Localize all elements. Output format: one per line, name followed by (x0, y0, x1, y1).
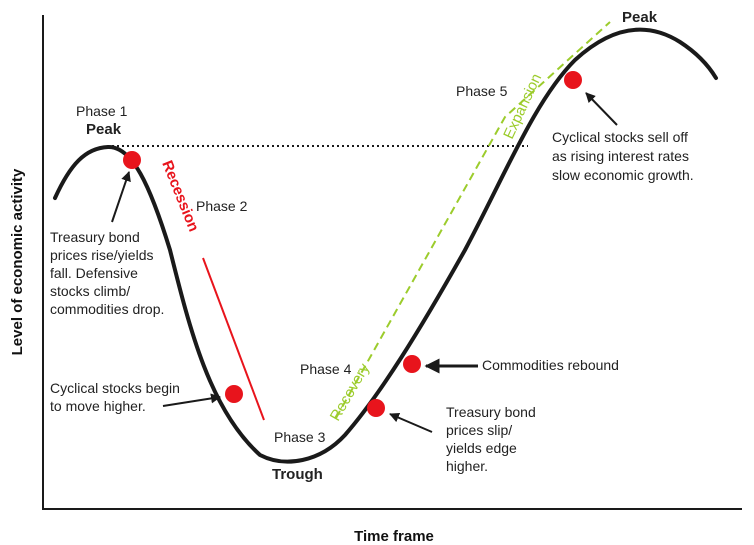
annotation-line: Treasury bond (50, 229, 140, 245)
annotation-cyclical-begin: Cyclical stocks begin to move higher. (50, 380, 180, 414)
annotation-line: as rising interest rates (552, 148, 689, 164)
arrow-cyclical-begin (162, 393, 221, 407)
annotation-line: prices rise/yields (50, 247, 153, 263)
marker-phase4 (403, 355, 421, 373)
phase2-label: Phase 2 (196, 198, 248, 214)
phase1-peak-label: Peak (86, 121, 122, 138)
right-peak-label: Peak (622, 9, 658, 26)
annotation-line: yields edge (446, 440, 517, 456)
arrow-cyclical-selloff (585, 92, 618, 126)
marker-phase2 (225, 385, 243, 403)
annotation-line: Cyclical stocks sell off (552, 129, 688, 145)
marker-phase5 (564, 71, 582, 89)
y-axis-label: Level of economic activity (9, 168, 26, 355)
phase5-label: Phase 5 (456, 83, 508, 99)
annotation-commodities-rebound: Commodities rebound (482, 357, 619, 373)
annotation-cyclical-selloff: Cyclical stocks sell off as rising inter… (552, 129, 694, 183)
phase3-trough-label: Trough (272, 466, 323, 483)
annotation-line: stocks climb/ (50, 283, 130, 299)
annotation-line: prices slip/ (446, 422, 512, 438)
annotation-line: higher. (446, 458, 488, 474)
arrow-treasury-slip (389, 412, 433, 433)
phase1-label: Phase 1 (76, 103, 128, 119)
annotation-line: commodities drop. (50, 301, 164, 317)
marker-phase3 (367, 399, 385, 417)
phase4-label: Phase 4 (300, 361, 352, 377)
annotation-line: Treasury bond (446, 404, 536, 420)
annotation-line: fall. Defensive (50, 265, 138, 281)
recession-label: Recession (158, 158, 202, 234)
business-cycle-curve (53, 27, 718, 464)
marker-phase1 (123, 151, 141, 169)
annotation-line: Cyclical stocks begin (50, 380, 180, 396)
annotation-line: to move higher. (50, 398, 146, 414)
phase3-label: Phase 3 (274, 429, 326, 445)
recession-trend-line (202, 257, 265, 421)
x-axis-label: Time frame (354, 528, 434, 545)
annotation-treasury-slip: Treasury bond prices slip/ yields edge h… (446, 404, 536, 474)
recovery-expansion-trend-line (335, 21, 611, 419)
annotation-treasury-rise: Treasury bond prices rise/yields fall. D… (50, 229, 164, 317)
arrow-treasury-rise (111, 171, 131, 223)
annotation-line: slow economic growth. (552, 167, 694, 183)
